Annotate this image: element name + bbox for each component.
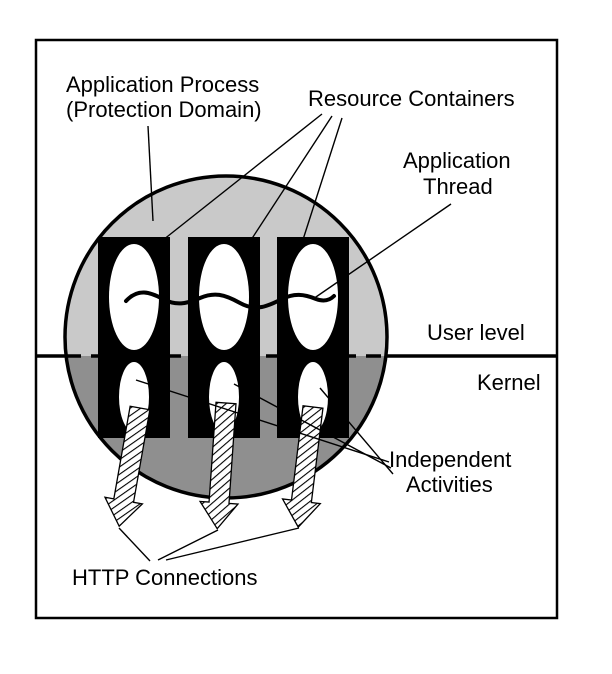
label-kernel: Kernel <box>477 370 541 395</box>
hatched-arrow-shape <box>281 405 324 529</box>
http-arrow-3 <box>281 405 324 529</box>
label-independent-activities-line1: Independent <box>389 447 511 472</box>
http-arrow-2 <box>198 401 240 530</box>
hatched-arrow-shape <box>103 405 151 528</box>
callout-http-connections-2 <box>157 529 219 561</box>
callout-independent-activities-3 <box>319 387 394 475</box>
label-independent-activities-line2: Activities <box>406 472 493 497</box>
label-application-thread-line1: Application <box>403 148 511 173</box>
label-application-thread-line2: Thread <box>423 174 493 199</box>
label-application-process-line2: (Protection Domain) <box>66 97 262 122</box>
callout-http-connections-1 <box>118 527 151 562</box>
hatched-arrow-shape <box>198 401 240 530</box>
callout-resource-containers-1 <box>162 113 323 241</box>
label-application-process-line1: Application Process <box>66 72 259 97</box>
callout-independent-activities-2 <box>233 383 392 469</box>
callout-independent-activities-1 <box>135 379 390 463</box>
callout-application-process <box>147 125 154 222</box>
http-arrow-1 <box>103 405 151 528</box>
callout-resource-containers-2 <box>250 115 333 241</box>
callout-resource-containers-3 <box>299 117 343 250</box>
resource-container-1 <box>98 237 170 438</box>
label-resource-containers: Resource Containers <box>308 86 515 111</box>
callout-http-connections-3 <box>165 527 300 561</box>
application-thread-line <box>124 290 336 310</box>
label-http-connections: HTTP Connections <box>72 565 257 590</box>
figure-frame <box>34 38 559 620</box>
label-user-level: User level <box>427 320 525 345</box>
callout-application-thread <box>312 203 452 300</box>
